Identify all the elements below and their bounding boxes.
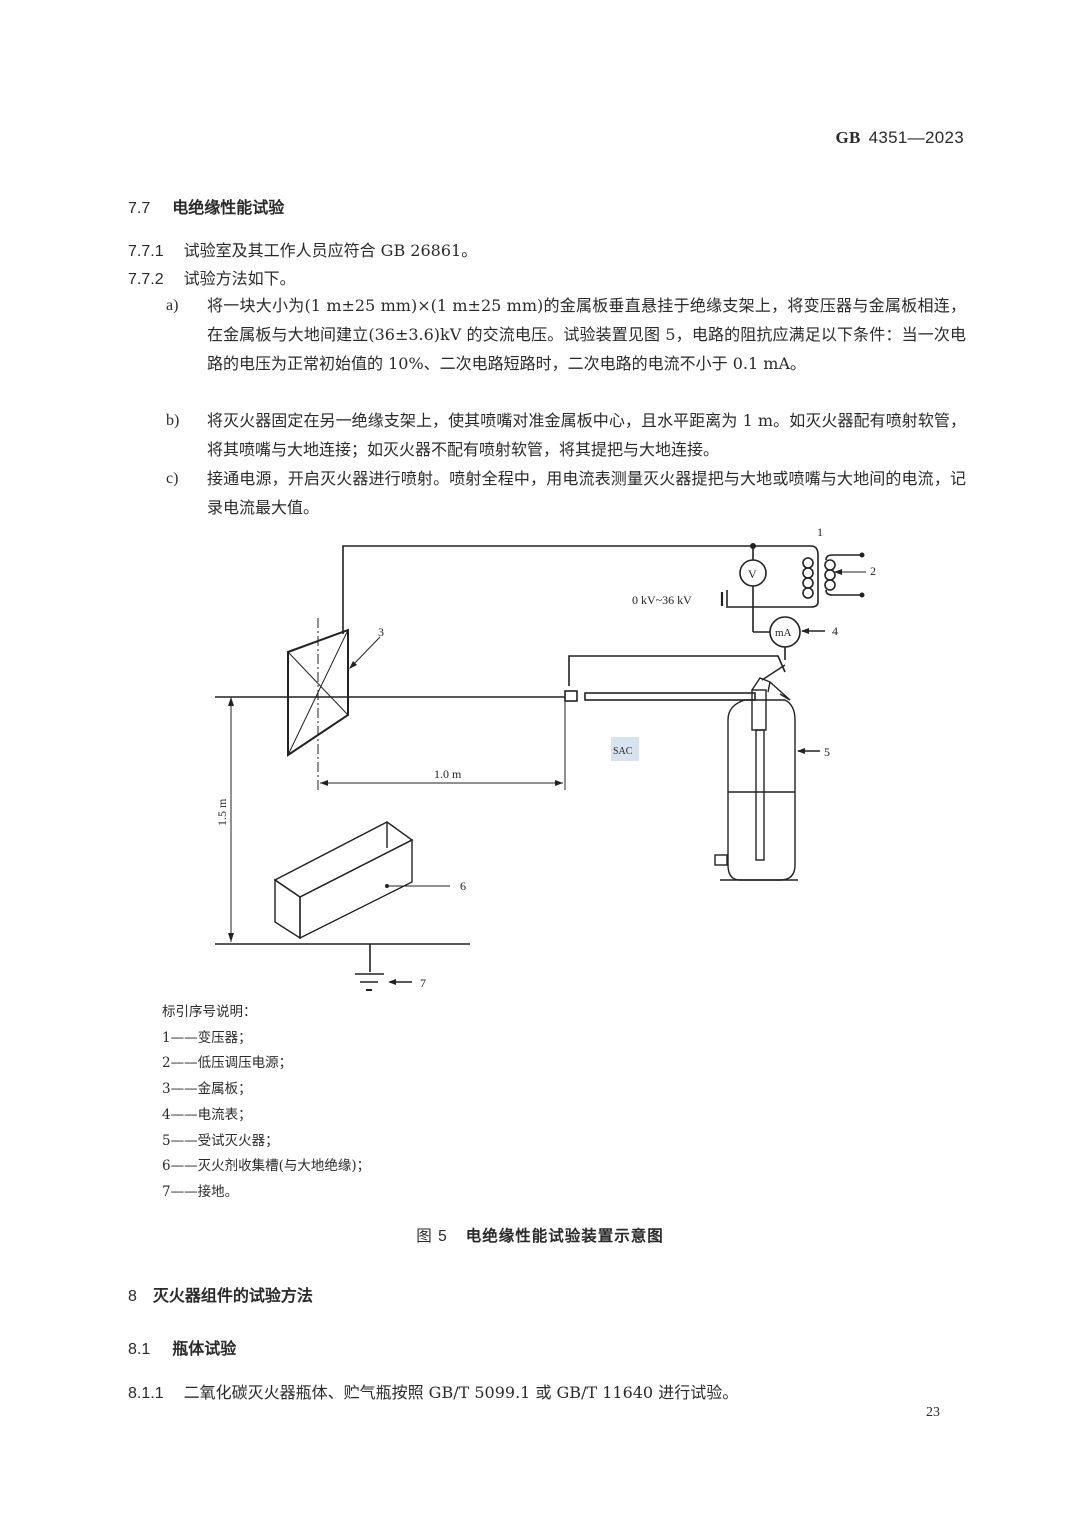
- standard-code: GB 4351—2023: [835, 128, 964, 148]
- svg-text:mA: mA: [775, 627, 792, 639]
- svg-text:0 kV~36 kV: 0 kV~36 kV: [632, 593, 692, 607]
- legend-entry: 5——受试灭火器；: [162, 1132, 279, 1149]
- svg-text:1: 1: [817, 528, 823, 539]
- legend-entry: 3——金属板；: [162, 1081, 252, 1098]
- svg-text:4: 4: [832, 624, 838, 638]
- top-wire: [342, 545, 811, 634]
- collection-tank: [273, 821, 414, 940]
- list-item-c: c) 接通电源，开启灭火器进行喷射。喷射全程中，用电流表测量灭火器提把与大地或喷…: [166, 469, 966, 517]
- legend-entry: 7——接地。: [162, 1183, 239, 1200]
- list-item-b: b) 将灭火器固定在另一绝缘支架上，使其喷嘴对准金属板中心，且水平距离为 1 m…: [166, 411, 966, 459]
- list-item-a: a) 将一块大小为(1 m±25 mm)×(1 m±25 mm)的金属板垂直悬挂…: [166, 296, 966, 373]
- transformer-coil-icon: [802, 552, 865, 599]
- svg-text:3: 3: [378, 625, 384, 639]
- svg-text:1.0 m: 1.0 m: [434, 767, 462, 781]
- svg-text:SAC: SAC: [613, 746, 633, 757]
- legend-title: 标引序号说明：: [162, 1004, 257, 1020]
- legend-entry: 6——灭火剂收集槽(与大地绝缘)；: [162, 1158, 371, 1175]
- legend-entry: 2——低压调压电源；: [162, 1055, 293, 1072]
- transformer-secondary-wire: [728, 545, 819, 608]
- svg-text:5: 5: [824, 745, 830, 759]
- standard-number: 4351—2023: [868, 128, 964, 147]
- fire-extinguisher-icon: [714, 664, 798, 881]
- svg-text:6: 6: [460, 879, 466, 893]
- legend-entry: 4——电流表；: [162, 1106, 252, 1123]
- svg-text:2: 2: [870, 564, 876, 578]
- svg-text:7: 7: [420, 976, 426, 990]
- section-title: 电绝缘性能试验: [172, 198, 285, 217]
- standard-prefix: GB: [835, 128, 861, 147]
- sac-watermark: [611, 737, 639, 761]
- figure-5-diagram: V 0 kV~36 kV mA 1.0 m: [200, 525, 880, 998]
- svg-text:1.5 m: 1.5 m: [215, 798, 229, 826]
- legend-entry: 1——变压器；: [162, 1029, 252, 1046]
- figure-legend: 标引序号说明： 1——变压器； 2——低压调压电源； 3——金属板； 4——电流…: [162, 1000, 370, 1206]
- page-number: 23: [926, 1405, 940, 1420]
- svg-text:V: V: [748, 567, 757, 581]
